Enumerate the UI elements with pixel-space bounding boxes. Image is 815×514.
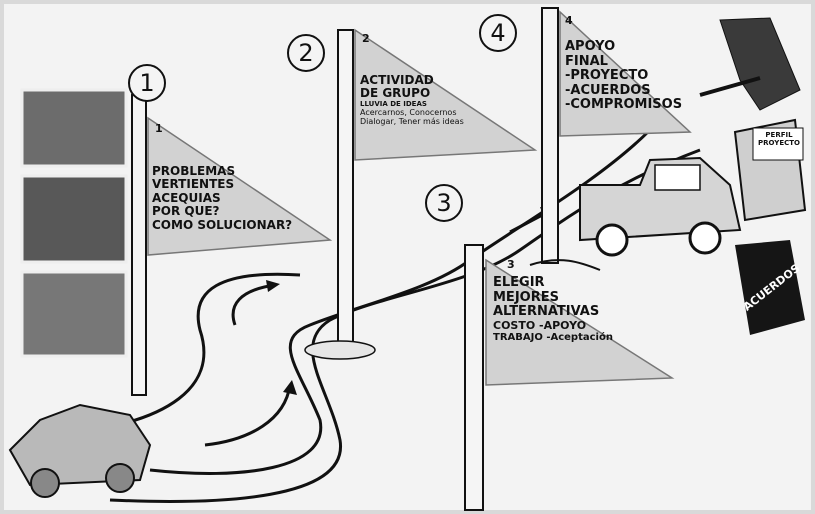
flag-4-text: APOYO FINAL -PROYECTO -ACUERDOS -COMPROM…: [565, 40, 682, 113]
flag-1-text: PROBLEMAS VERTIENTES ACEQUIAS POR QUE? C…: [152, 165, 292, 232]
flag-2-number: 2: [362, 32, 370, 45]
flag-2-text: ACTIVIDAD DE GRUPO LLUVIA DE IDEAS Acerc…: [360, 74, 464, 127]
step-number-3: 3: [425, 184, 463, 222]
photo-3: [22, 272, 126, 356]
book-label: PERFIL PROYECTO: [756, 132, 802, 148]
photo-1: [22, 90, 126, 166]
step-number-2: 2: [287, 34, 325, 72]
flag-3-text: ELEGIR MEJORES ALTERNATIVAS COSTO -APOYO…: [493, 276, 613, 343]
flag-1-number: 1: [155, 122, 163, 135]
flag-4-number: 4: [565, 14, 573, 27]
photo-2: [22, 176, 126, 262]
step-number-4: 4: [479, 14, 517, 52]
flag-3-number: 3: [507, 258, 515, 271]
step-number-1: 1: [128, 64, 166, 102]
